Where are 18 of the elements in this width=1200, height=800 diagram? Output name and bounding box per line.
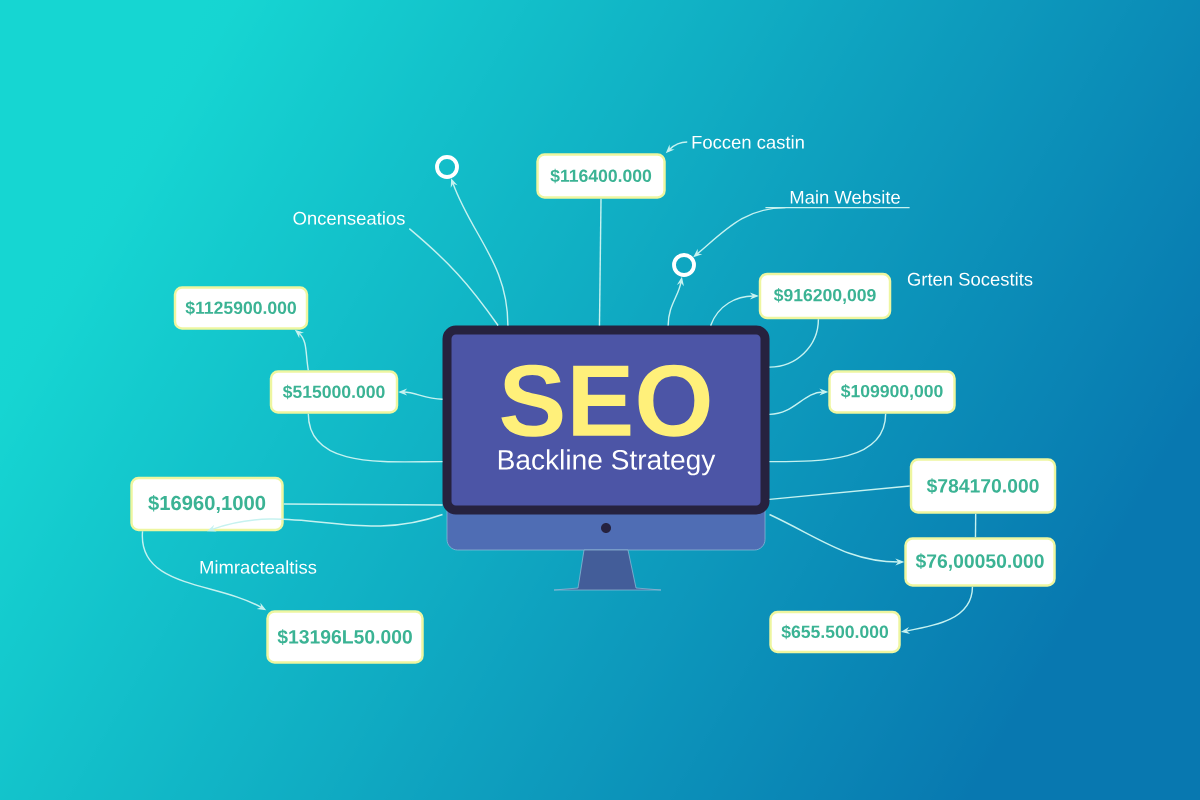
- floating-label: Mimractealtiss: [200, 560, 317, 574]
- value-box: $116400.000: [536, 153, 666, 199]
- underlined-label: Main Website: [764, 190, 911, 209]
- value-box: $655.500.000: [769, 610, 901, 654]
- value-box: $76,00050.000: [904, 537, 1056, 587]
- floating-label: Foccen castin: [692, 135, 804, 149]
- ring-marker: [672, 253, 696, 277]
- value-box: $109900,000: [828, 370, 956, 414]
- ring-marker: [435, 155, 459, 179]
- value-box: $1125900.000: [173, 286, 309, 330]
- value-box: $13196L50.000: [266, 610, 424, 664]
- value-box: $515000.000: [269, 370, 399, 414]
- floating-label: Oncenseatios: [293, 211, 405, 225]
- value-box: $16960,1000: [130, 476, 284, 532]
- monitor-drawing: SEO Backline Strategy: [442, 325, 770, 591]
- value-box: $784170.000: [909, 458, 1057, 514]
- value-box: $916200,009: [758, 272, 892, 320]
- floating-label: Grten Socestits: [907, 272, 1033, 286]
